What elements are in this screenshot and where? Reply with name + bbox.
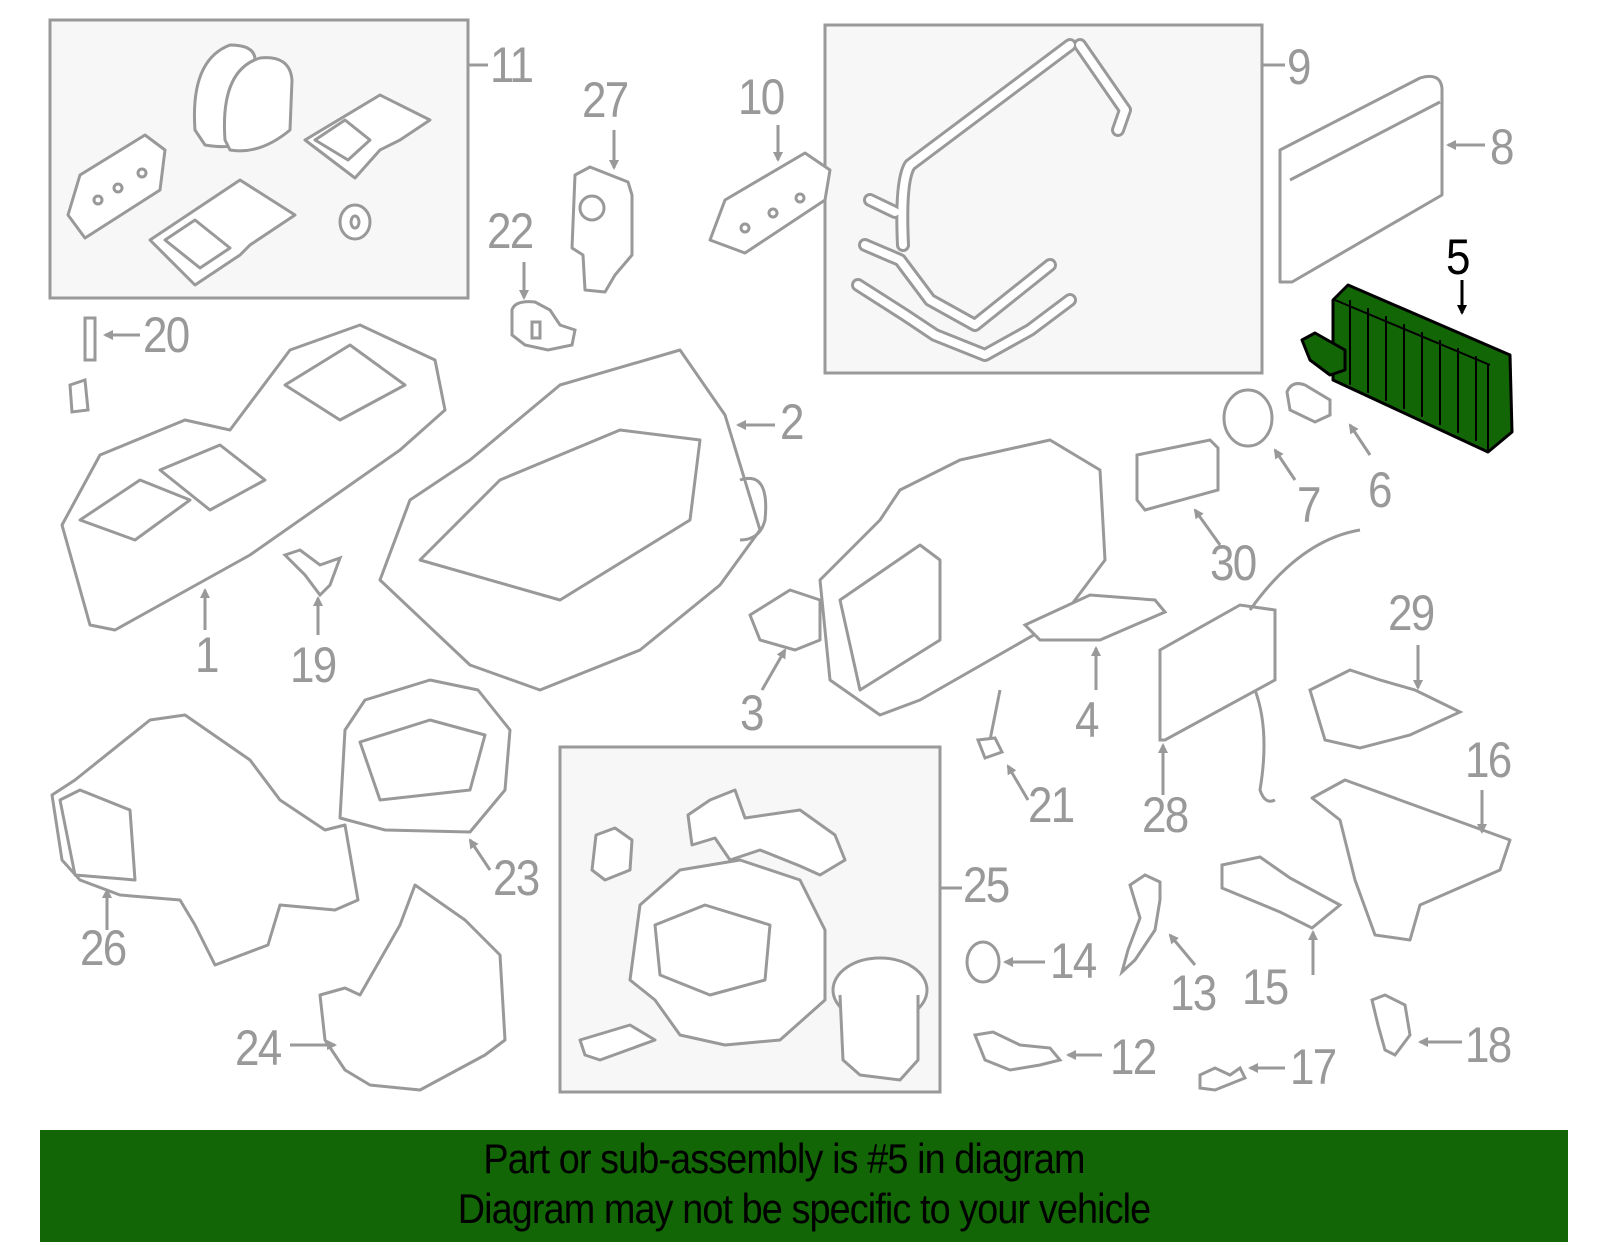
part-7[interactable] — [1222, 388, 1274, 448]
part-27[interactable] — [570, 165, 634, 294]
callout-26[interactable]: 26 — [80, 920, 127, 976]
callout-24[interactable]: 24 — [235, 1020, 282, 1076]
callout-25[interactable]: 25 — [963, 857, 1010, 913]
part-5-evaporator-highlighted[interactable] — [1300, 283, 1514, 454]
part-6[interactable] — [1285, 382, 1332, 424]
part-8-heater-core[interactable] — [1278, 74, 1444, 284]
callout-11[interactable]: 11 — [490, 37, 534, 93]
banner-part-message: Part or sub-assembly is #5 in diagram — [483, 1135, 1085, 1182]
callout-14[interactable]: 14 — [1050, 933, 1097, 989]
callout-12[interactable]: 12 — [1110, 1029, 1157, 1085]
callout-21[interactable]: 21 — [1028, 777, 1075, 833]
info-banner: Part or sub-assembly is #5 in diagram Di… — [40, 1130, 1568, 1242]
part-29[interactable] — [1308, 668, 1464, 750]
callout-7[interactable]: 7 — [1297, 477, 1321, 533]
callout-15[interactable]: 15 — [1242, 959, 1289, 1015]
part-23[interactable] — [338, 678, 512, 834]
part-28[interactable] — [1158, 528, 1361, 803]
callout-10[interactable]: 10 — [738, 69, 785, 125]
banner-disclaimer: Diagram may not be specific to your vehi… — [457, 1185, 1151, 1232]
callout-30[interactable]: 30 — [1210, 535, 1257, 591]
callout-9[interactable]: 9 — [1287, 39, 1311, 95]
callout-6[interactable]: 6 — [1368, 462, 1392, 518]
part-21[interactable] — [975, 689, 1005, 760]
part-26[interactable] — [50, 713, 360, 967]
part-12[interactable] — [972, 1030, 1063, 1072]
callout-8[interactable]: 8 — [1490, 119, 1514, 175]
part-14[interactable] — [965, 940, 1001, 984]
part-22[interactable] — [510, 300, 577, 352]
part-25-blower-assembly[interactable] — [578, 788, 929, 1082]
callout-22[interactable]: 22 — [487, 203, 534, 259]
part-18[interactable] — [1370, 993, 1412, 1057]
callout-13[interactable]: 13 — [1170, 965, 1217, 1021]
callout-3[interactable]: 3 — [740, 685, 764, 741]
part-1-housing[interactable] — [60, 323, 447, 632]
callout-2[interactable]: 2 — [780, 394, 804, 450]
part-4[interactable] — [1022, 593, 1168, 642]
callout-17[interactable]: 17 — [1290, 1039, 1337, 1095]
part-13[interactable] — [1119, 873, 1162, 977]
callout-29[interactable]: 29 — [1388, 585, 1435, 641]
part-24[interactable] — [318, 883, 507, 1092]
callout-18[interactable]: 18 — [1465, 1017, 1512, 1073]
part-19[interactable] — [282, 548, 343, 598]
callout-16[interactable]: 16 — [1465, 732, 1512, 788]
callout-20[interactable]: 20 — [143, 307, 190, 363]
subassembly-box-9 — [823, 23, 1285, 375]
callout-27[interactable]: 27 — [582, 72, 629, 128]
part-11-seal-kit[interactable] — [66, 43, 432, 287]
part-17[interactable] — [1198, 1065, 1248, 1092]
callout-28[interactable]: 28 — [1142, 787, 1189, 843]
part-3-housing[interactable] — [748, 438, 1107, 717]
callout-1[interactable]: 1 — [195, 627, 219, 683]
part-30[interactable] — [1135, 438, 1220, 512]
callout-5-highlighted[interactable]: 5 — [1446, 229, 1470, 285]
part-16[interactable] — [1310, 778, 1512, 942]
callout-4[interactable]: 4 — [1075, 692, 1099, 748]
part-2-core-assembly[interactable] — [378, 348, 768, 692]
callout-23[interactable]: 23 — [493, 850, 540, 906]
part-15[interactable] — [1220, 855, 1343, 930]
callout-19[interactable]: 19 — [290, 637, 337, 693]
part-20[interactable] — [68, 316, 97, 414]
part-10[interactable] — [708, 151, 832, 255]
